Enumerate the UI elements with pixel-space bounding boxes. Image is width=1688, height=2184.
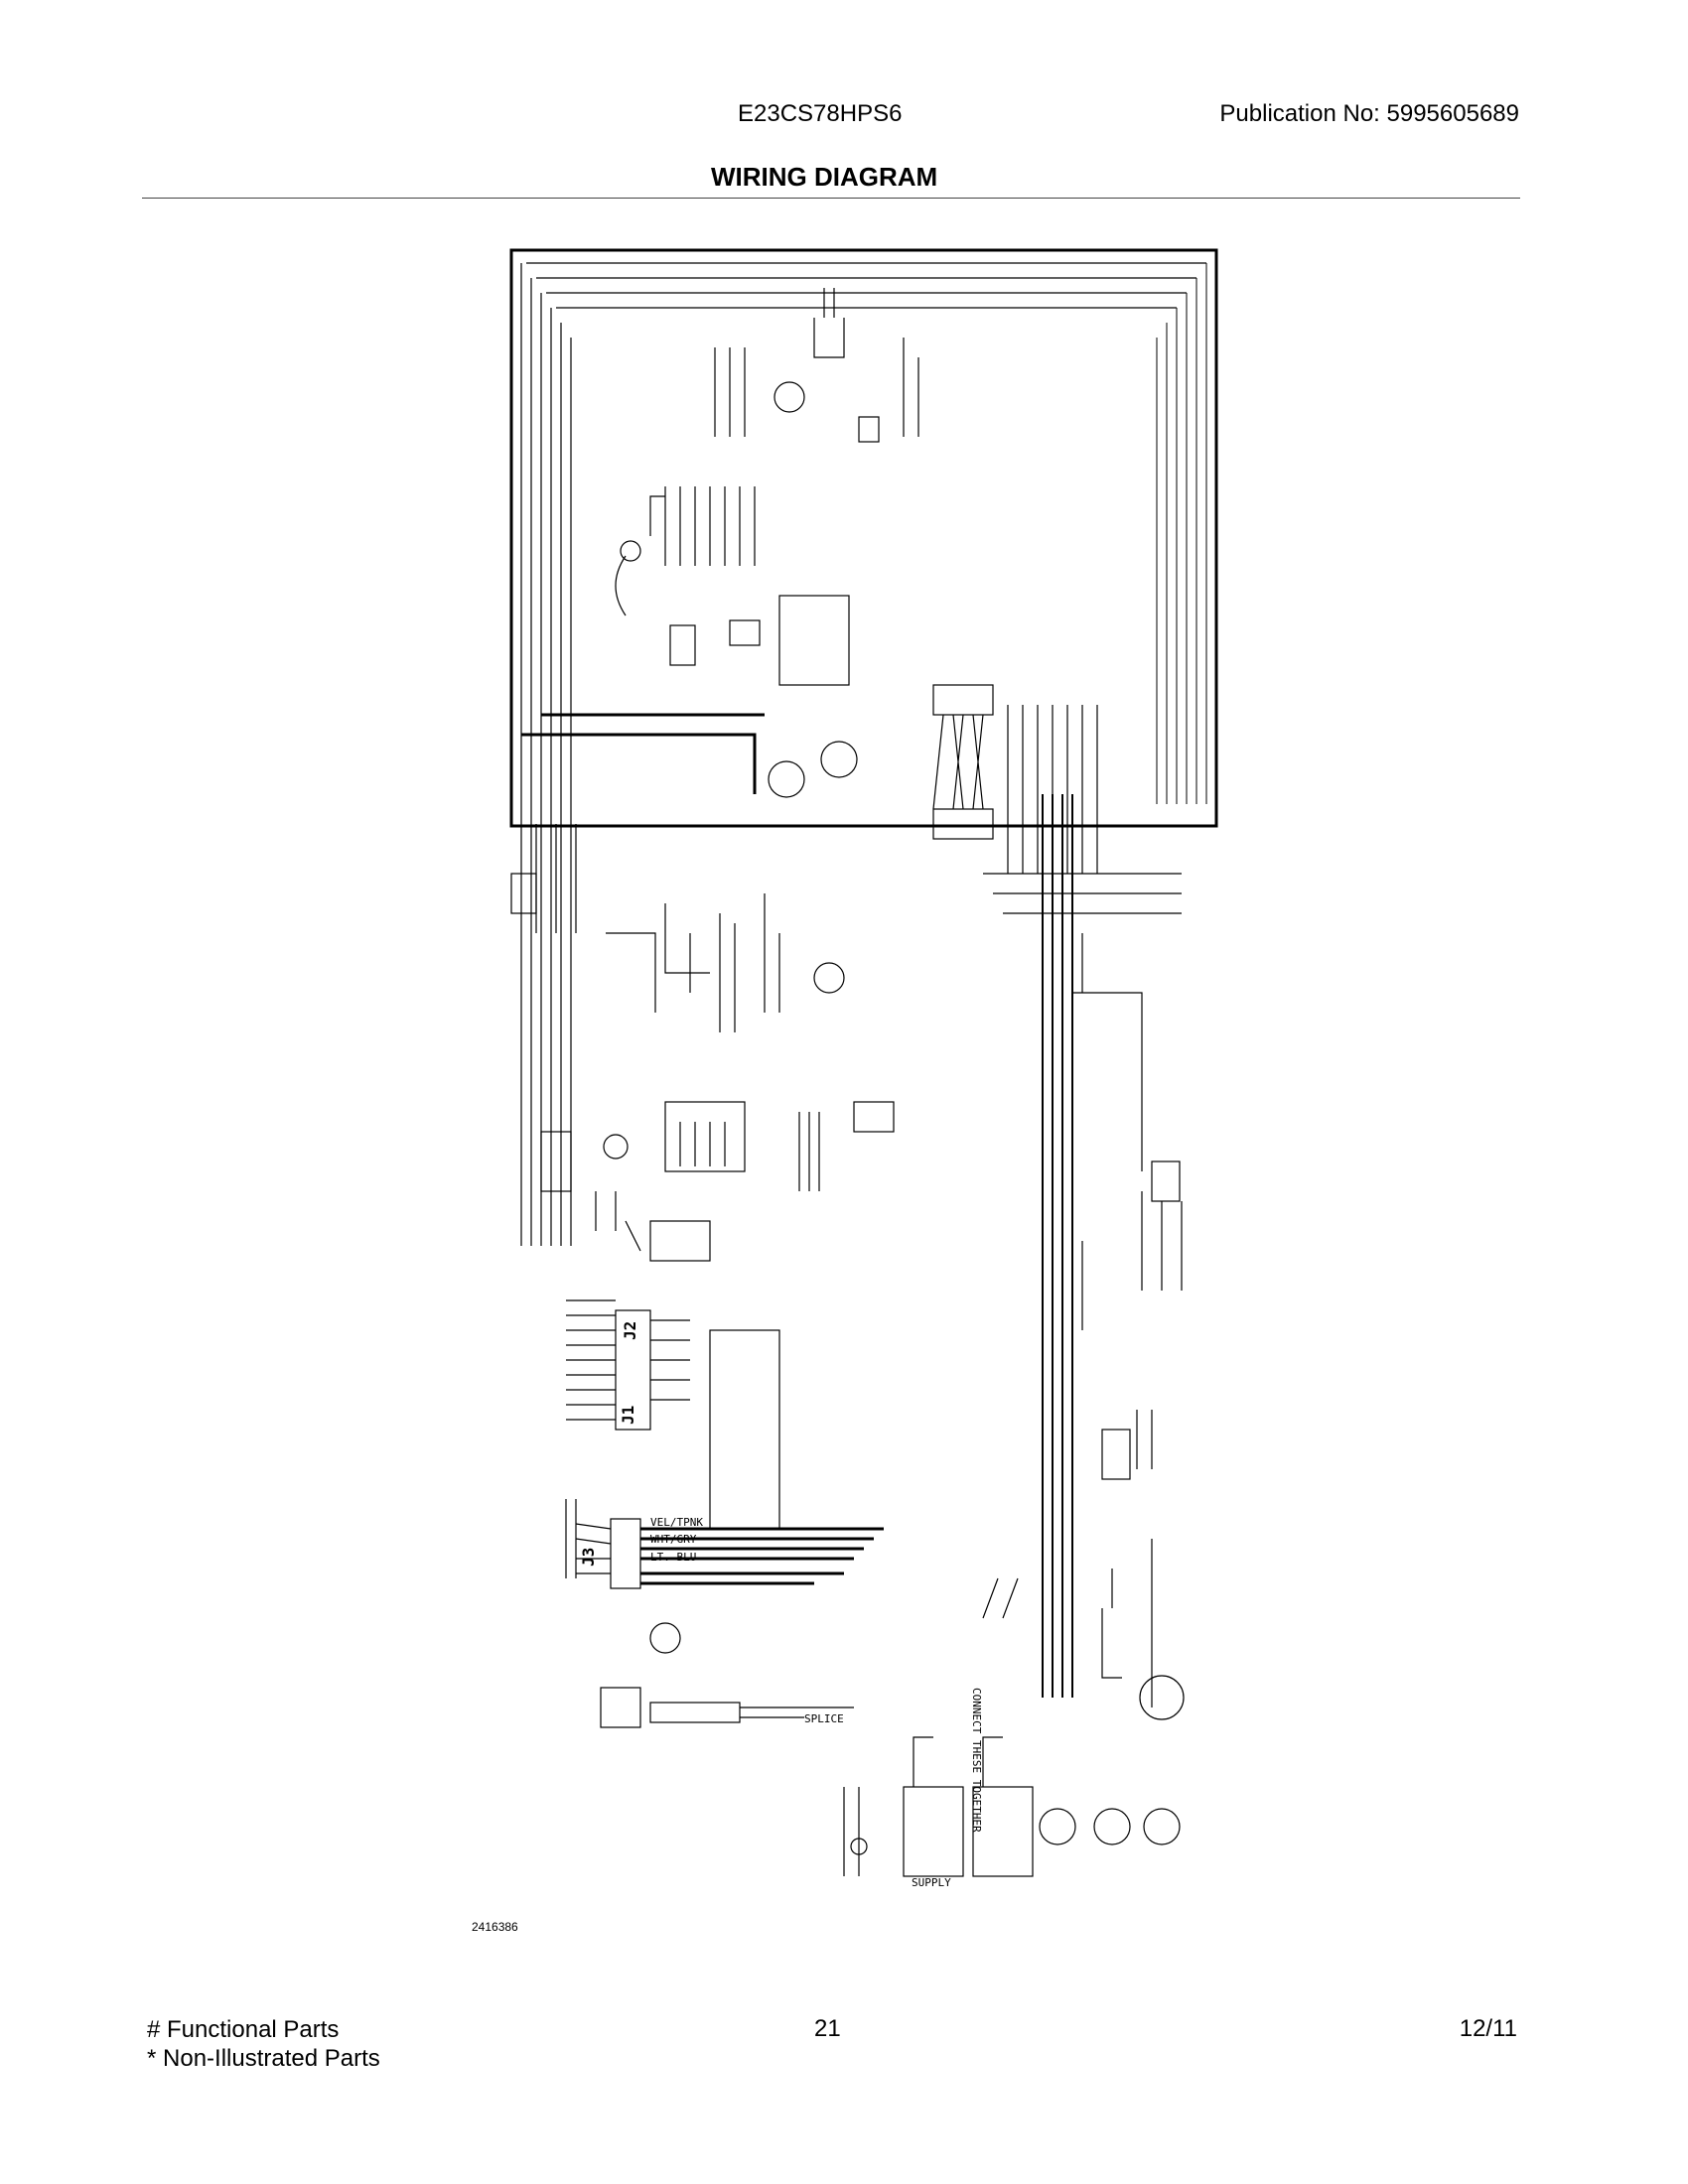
wire-label-1: VEL/TPNK <box>650 1516 703 1529</box>
label-j2: J2 <box>621 1321 639 1340</box>
terminal-block-left <box>669 624 696 666</box>
harness-top-bundle <box>526 262 1206 309</box>
condenser-fan-motor <box>820 741 858 778</box>
damper-motor <box>603 1134 629 1160</box>
model-number: E23CS78HPS6 <box>738 100 903 127</box>
wire-label-2: WHT/GRY <box>650 1533 697 1546</box>
footer-date: 12/11 <box>1459 2015 1517 2042</box>
publication-label: Publication No: <box>1219 100 1380 127</box>
ice-maker-motor <box>1139 1675 1185 1720</box>
connector-j3-block <box>610 1518 641 1589</box>
connector-upper <box>932 684 994 716</box>
legend-non-illustrated-parts: * Non-Illustrated Parts <box>147 2045 380 2072</box>
splice-label: SPLICE <box>804 1712 844 1725</box>
harness-outer-loop <box>509 248 1218 828</box>
control-board <box>778 595 850 686</box>
label-j3: J3 <box>579 1548 598 1567</box>
drawing-number: 2416386 <box>472 1920 518 1934</box>
wiring-diagram: J2 J1 J3 VEL/TPNK WHT/GRY LT. BLU SPLICE… <box>472 248 1218 1934</box>
page-title: WIRING DIAGRAM <box>711 162 938 192</box>
footer-legend: # Functional Parts * Non-Illustrated Par… <box>147 2015 380 2073</box>
wire-label-3: LT. BLU <box>650 1551 696 1564</box>
connector-j2-block <box>615 1309 651 1431</box>
evaporator-fan-motor <box>768 760 805 798</box>
harness-upper-heavy <box>521 713 765 794</box>
connect-label: CONNECT THESE TOGETHER <box>970 1688 983 1833</box>
splice-block <box>649 1702 741 1723</box>
publication-info: Publication No: 5995605689 <box>1219 100 1519 128</box>
legend-functional-parts: # Functional Parts <box>147 2016 340 2043</box>
header-divider <box>142 198 1520 199</box>
page-number: 21 <box>814 2015 841 2042</box>
supply-terminal <box>903 1786 964 1877</box>
label-j1: J1 <box>619 1406 637 1425</box>
harness-main-vertical <box>1042 794 1073 1698</box>
damper-heater <box>813 962 845 994</box>
publication-number: 5995605689 <box>1386 100 1519 127</box>
harness-right-bundle <box>1156 263 1207 804</box>
relay-compressor <box>1151 1160 1181 1202</box>
harness-left-bundle <box>520 263 572 1246</box>
connector-lower <box>932 808 994 840</box>
supply-label: SUPPLY <box>912 1876 951 1889</box>
